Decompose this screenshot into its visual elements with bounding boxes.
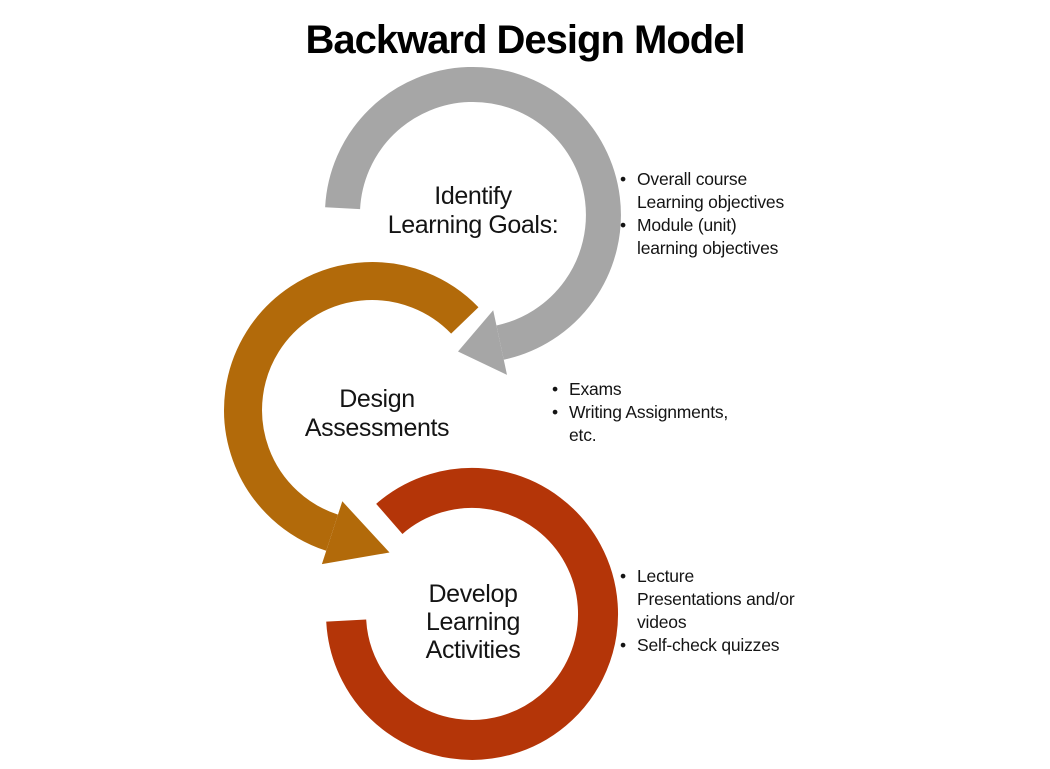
bullet-line: Module (unit) <box>620 214 825 237</box>
develop-arc-icon <box>326 467 619 760</box>
design-label: Design Assessments <box>257 385 497 443</box>
identify-bullets: Overall course Learning objectives Modul… <box>620 168 825 260</box>
develop-bullets: Lecture Presentations and/or videos Self… <box>620 565 835 657</box>
design-arrowhead-icon <box>321 501 390 565</box>
design-bullets: Exams Writing Assignments, etc. <box>552 378 777 447</box>
bullet-line: Writing Assignments, <box>552 401 777 424</box>
develop-label-line: Develop <box>428 580 518 608</box>
bullet-line: videos <box>637 612 687 632</box>
design-arc-icon <box>224 262 479 551</box>
bullet-line: Learning objectives <box>637 192 784 212</box>
bullet-line: Presentations and/or <box>637 589 795 609</box>
bullet-line: Self-check quizzes <box>620 634 835 657</box>
identify-arrowhead-icon <box>458 310 507 375</box>
design-label-line: Design <box>339 385 415 413</box>
develop-label-line: Activities <box>425 636 521 664</box>
design-label-line: Assessments <box>304 414 450 442</box>
bullet-line: Exams <box>552 378 777 401</box>
develop-label-line: Learning <box>425 608 521 636</box>
diagram-title: Backward Design Model <box>305 18 745 62</box>
bullet-line: Lecture <box>620 565 835 588</box>
identify-label: Identify Learning Goals: <box>353 182 593 240</box>
identify-label-line: Identify <box>434 182 512 210</box>
identify-arc-icon <box>325 66 621 360</box>
develop-label: Develop Learning Activities <box>353 580 593 664</box>
identify-label-line: Learning Goals: <box>387 211 559 239</box>
bullet-line: Overall course <box>620 168 825 191</box>
bullet-line: etc. <box>569 425 597 445</box>
bullet-line: learning objectives <box>637 238 779 258</box>
